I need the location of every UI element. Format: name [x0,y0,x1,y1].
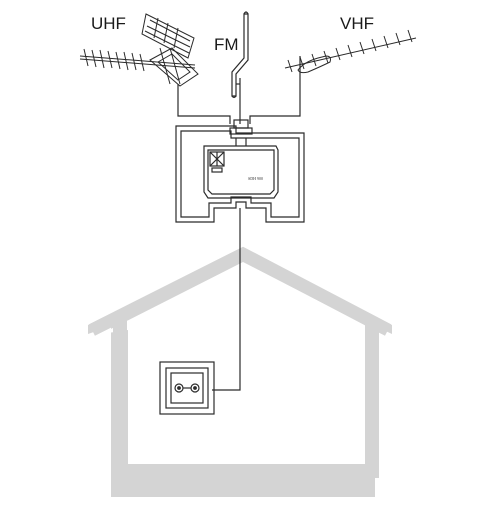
tv-outlet-icon [159,361,215,415]
vhf-label: VHF [340,14,374,33]
antenna-cables [177,56,301,124]
amplifier-model-label: SDH 900 [248,176,263,181]
downlead-cable [212,208,241,391]
fm-label: FM [214,35,239,54]
vhf-antenna-icon [284,29,417,74]
uhf-antenna-icon [79,13,199,87]
uhf-label: UHF [91,14,126,33]
fm-antenna-icon [231,11,249,116]
amplifier-box-icon [175,119,305,223]
